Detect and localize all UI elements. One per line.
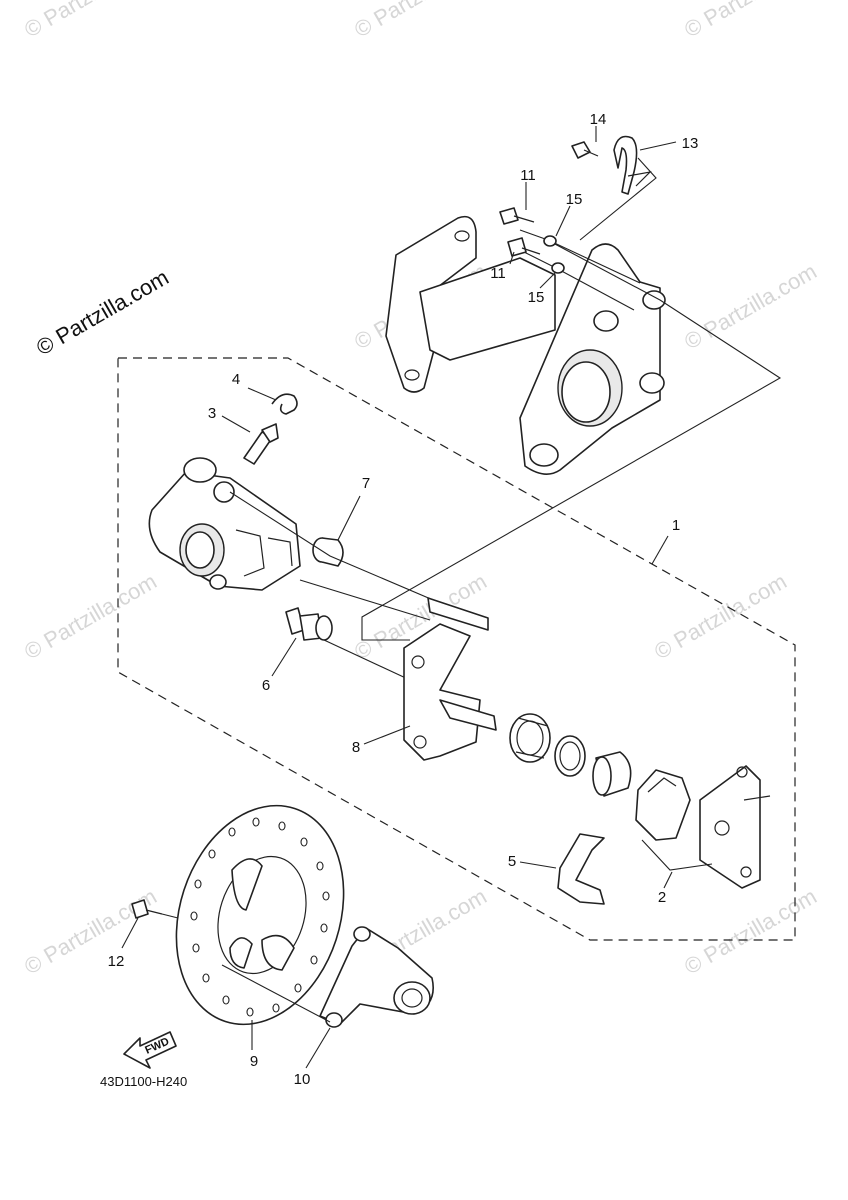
callout-9: 9: [250, 1053, 258, 1070]
callout-8: 8: [352, 739, 360, 756]
callout-10: 10: [294, 1071, 311, 1088]
callout-13: 13: [682, 135, 699, 152]
boot-7: [312, 537, 344, 567]
callout-2: 2: [658, 889, 666, 906]
watermark-tile: © Partzilla.com: [680, 884, 821, 980]
pin-bolt-6: [285, 607, 333, 641]
dust-seal: [554, 735, 586, 777]
leader-hub: [221, 964, 331, 1023]
watermark-tile: © Partzilla.com: [680, 259, 821, 355]
leader-10: [305, 1027, 331, 1069]
leader-15-top: [555, 205, 571, 237]
bolt-14: [571, 141, 599, 159]
leader-2b: [663, 871, 673, 889]
callout-3: 3: [208, 405, 216, 422]
watermark-tile: © Partzilla.com: [650, 569, 791, 665]
forward-arrow-icon: FWD: [123, 1031, 177, 1069]
caliper-support-8: [403, 597, 497, 761]
leader-13b: [639, 141, 677, 151]
brake-disc-9: [175, 804, 345, 1026]
leader-2: [641, 839, 713, 871]
callout-5: 5: [508, 853, 516, 870]
callout-12: 12: [108, 953, 125, 970]
hub-10: [319, 926, 434, 1028]
disc-holes: [190, 817, 330, 1017]
leader-13: [579, 157, 657, 241]
bolt-11-lower: [507, 237, 541, 257]
leader-11-label: [509, 251, 515, 265]
callout-11-upper: 11: [520, 167, 536, 184]
pad-spring-5: [557, 833, 605, 905]
leader-5: [519, 861, 557, 869]
disc-bolt-12: [131, 899, 163, 919]
washer-15-lower: [551, 262, 565, 274]
watermark-tile: © Partzilla.com: [680, 0, 821, 42]
diagram-code: 43D1100-H240: [100, 1074, 187, 1089]
callout-14: 14: [590, 111, 607, 128]
callout-15-upper: 15: [566, 191, 583, 208]
caliper-body: [148, 457, 301, 591]
watermark-tile: © Partzilla.com: [20, 569, 161, 665]
watermark-tile: © Partzilla.com: [20, 0, 161, 42]
leader-3: [221, 415, 251, 433]
brake-pad: [635, 769, 691, 841]
callout-4: 4: [232, 371, 240, 388]
watermark-main: © Partzilla.com: [32, 265, 173, 361]
callout-7: 7: [362, 475, 370, 492]
leader-caliper-2: [299, 579, 431, 621]
watermark-tile: © Partzilla.com: [20, 884, 161, 980]
bleed-screw-3: [243, 423, 279, 465]
leader-6: [271, 637, 297, 677]
leader-12: [161, 913, 179, 919]
washer-15-upper: [543, 235, 557, 247]
bleed-cap-4: [271, 393, 298, 415]
caliper-mount-bracket: [385, 215, 666, 475]
bolt-11-upper: [499, 207, 535, 225]
piston: [592, 751, 632, 797]
callout-6: 6: [262, 677, 270, 694]
caliper-assembly-boundary: [117, 357, 796, 941]
callout-1: 1: [672, 517, 680, 534]
leader-7: [337, 495, 361, 541]
watermark-tile: © Partzilla.com: [350, 0, 491, 42]
leader-1: [651, 535, 669, 565]
leader-12b: [121, 917, 139, 949]
callout-11-lower: 11: [490, 265, 506, 282]
leader-15-label: [539, 271, 557, 289]
pad-shim: [699, 765, 771, 889]
leader-bracket: [361, 242, 782, 641]
callout-15-lower: 15: [528, 289, 545, 306]
leader-8: [363, 725, 411, 745]
leader-pin: [323, 639, 411, 681]
hose-clip-13: [613, 135, 652, 195]
piston-seal: [509, 713, 551, 763]
leader-4: [247, 387, 277, 401]
